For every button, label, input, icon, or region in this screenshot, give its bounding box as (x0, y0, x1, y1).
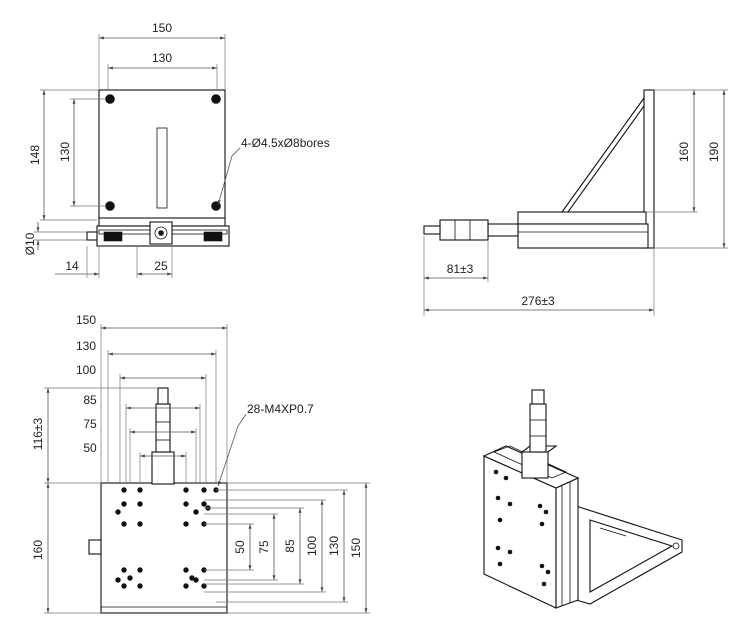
dim-offset-left: 14 (65, 259, 79, 273)
dim-front-100: 100 (76, 363, 96, 377)
dim-v-50: 50 (233, 540, 247, 554)
dim-diameter: Ø10 (23, 232, 37, 255)
bore-hole (211, 94, 221, 104)
dim-v-130: 130 (327, 536, 341, 556)
iso-side-face (555, 477, 579, 609)
side-view-gusset (560, 96, 645, 213)
adjust-pin (86, 231, 98, 241)
dim-total-length: 276±3 (521, 294, 555, 308)
center-slot (156, 127, 168, 209)
dim-front-150: 150 (76, 313, 96, 327)
bore-hole (105, 201, 115, 211)
iso-plate-holes (493, 469, 551, 587)
note-bores: 4-Ø4.5xØ8bores (241, 136, 330, 150)
dim-plate-height: 160 (31, 540, 45, 560)
side-view-micrometer-sleeve (439, 219, 489, 241)
dim-v-100: 100 (305, 536, 319, 556)
dim-front-130: 130 (76, 339, 96, 353)
dim-v-85: 85 (283, 539, 297, 553)
iso-micrometer-top (531, 389, 545, 405)
side-view-micrometer-tip (423, 225, 441, 235)
clamp-left (103, 231, 123, 242)
front-view-micrometer-barrel (155, 403, 171, 453)
side-view-micrometer-body (487, 223, 519, 237)
iso-micrometer-barrel (529, 403, 547, 453)
top-view: 150 130 148 130 Ø10 14 25 4-Ø4.5xØ8bor (23, 21, 330, 278)
dim-offset-center: 25 (154, 259, 168, 273)
isometric-view (482, 389, 683, 609)
dim-height-outer: 148 (28, 145, 42, 165)
side-view-slide (517, 211, 647, 225)
iso-micrometer-base (521, 451, 549, 479)
dim-v-75: 75 (257, 540, 271, 554)
dim-front-50: 50 (83, 441, 97, 455)
front-view-plate (100, 482, 228, 614)
bore-hole (211, 201, 221, 211)
side-view-base (517, 223, 649, 249)
dim-front-75: 75 (83, 417, 97, 431)
dim-side-160: 160 (677, 142, 691, 162)
dim-v-150: 150 (349, 538, 363, 558)
micrometer-knob-center (158, 230, 164, 236)
side-view-upright (643, 89, 655, 249)
front-view-side-knob (88, 539, 102, 555)
thread-holes (115, 487, 219, 589)
front-view-micrometer-base (151, 451, 175, 485)
dim-micrometer-height: 116±3 (31, 417, 45, 450)
side-view: 160 190 81±3 276±3 (423, 89, 728, 316)
dim-front-85: 85 (83, 393, 97, 407)
dim-height-inner: 130 (58, 142, 72, 162)
clamp-right (203, 231, 223, 242)
dim-side-190: 190 (707, 142, 721, 162)
front-view: 150 130 100 85 75 50 116±3 160 (31, 313, 370, 614)
dim-width-inner: 130 (152, 51, 172, 65)
dim-micrometer-length: 81±3 (447, 262, 474, 276)
bore-hole (105, 94, 115, 104)
front-view-micrometer-top (157, 387, 169, 405)
note-threads: 28-M4XP0.7 (247, 402, 314, 416)
top-view-plate (98, 89, 226, 221)
dim-width-outer: 150 (152, 21, 172, 35)
